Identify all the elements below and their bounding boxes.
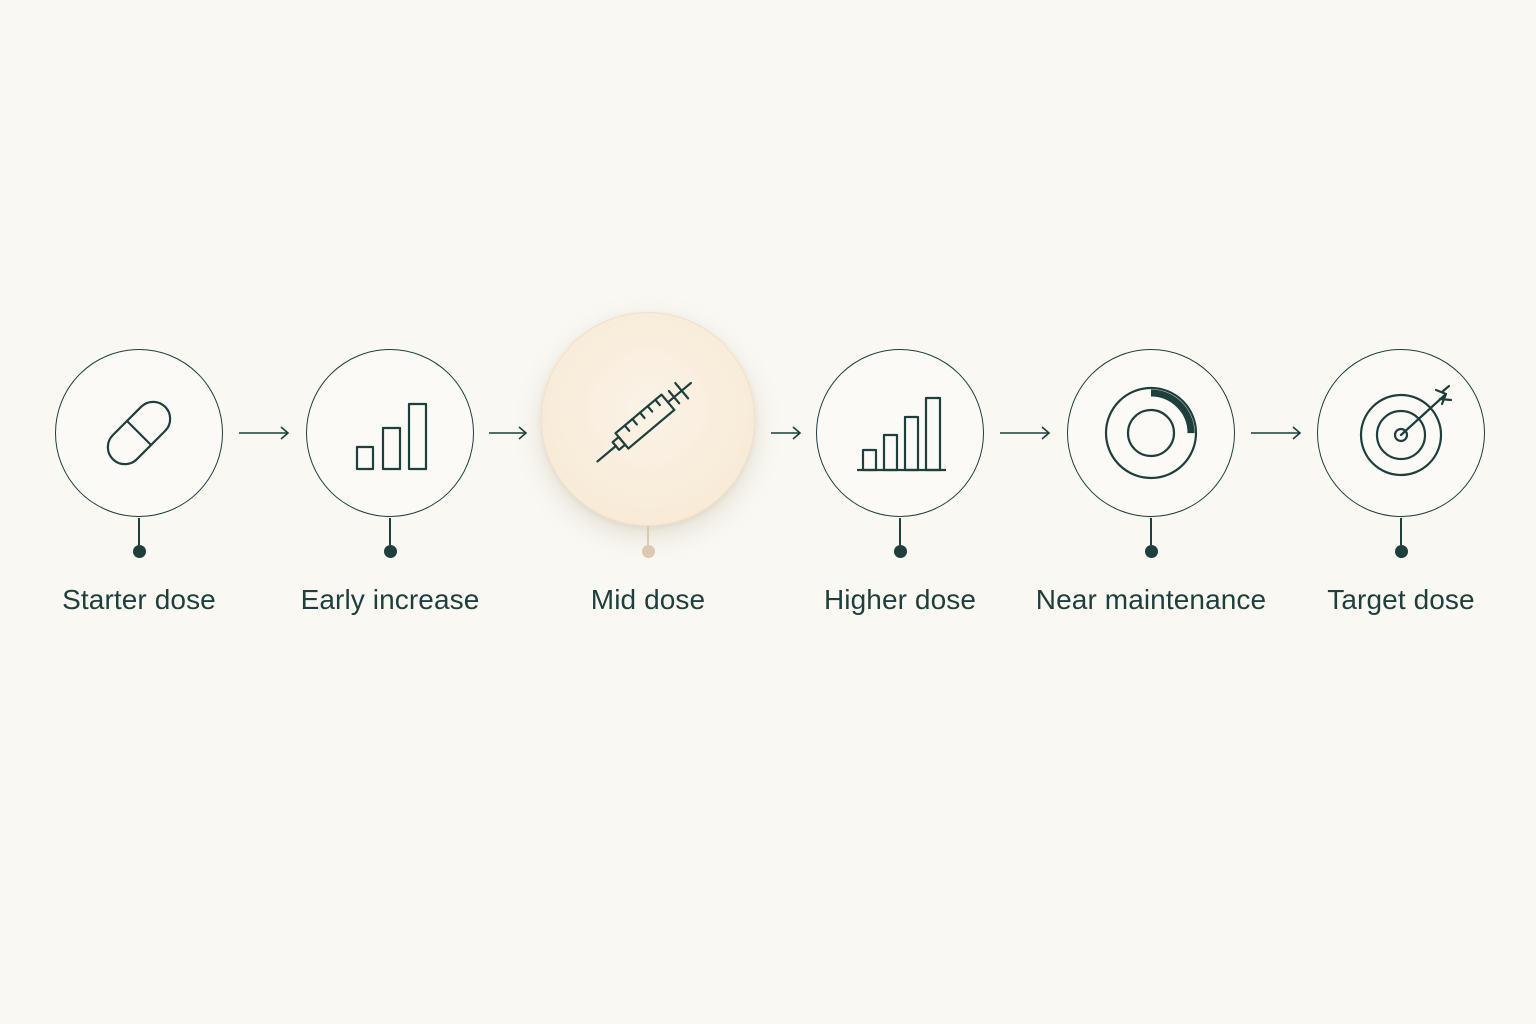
step-connector [899,518,901,545]
step-early-increase: Early increase [260,0,520,1024]
step-starter-dose: Starter dose [9,0,269,1024]
step-marker-dot [1144,545,1158,558]
step-connector [389,518,391,545]
step-label: Target dose [1327,584,1475,615]
capsule-icon [106,400,172,466]
arrow-right-icon [999,424,1051,442]
step-connector [1150,518,1152,545]
step-marker-dot [893,545,907,558]
target-arrow-icon [1359,384,1453,477]
step-marker-dot [641,545,655,558]
step-label: Near maintenance [1035,584,1267,615]
step-connector [1400,518,1402,545]
step-marker-dot [383,545,397,558]
step-target-dose: Target dose [1271,0,1531,1024]
arrow-right-icon [1250,424,1302,442]
step-label: Mid dose [590,584,706,615]
step-label: Starter dose [62,584,216,615]
step-label: Early increase [300,584,480,615]
bar-chart-small-icon [355,402,428,471]
bar-chart-icon [857,396,946,472]
step-higher-dose: Higher dose [770,0,1030,1024]
arrow-right-icon [770,424,802,442]
arrow-right-icon [238,424,290,442]
step-circle [55,349,223,517]
step-near-maintenance: Near maintenance [1021,0,1281,1024]
step-circle [1067,349,1235,517]
step-connector [138,518,140,545]
step-circle [306,349,474,517]
step-label: Higher dose [823,584,977,615]
arrow-right-icon [488,424,528,442]
progress-ring-icon [1104,386,1198,480]
step-marker-dot [1394,545,1408,558]
step-mid-dose: Mid dose [518,0,778,1024]
step-circle-highlighted [541,312,755,526]
step-circle [1317,349,1485,517]
step-marker-dot [132,545,146,558]
syringe-icon [596,381,692,463]
step-connector [647,526,649,545]
step-circle [816,349,984,517]
